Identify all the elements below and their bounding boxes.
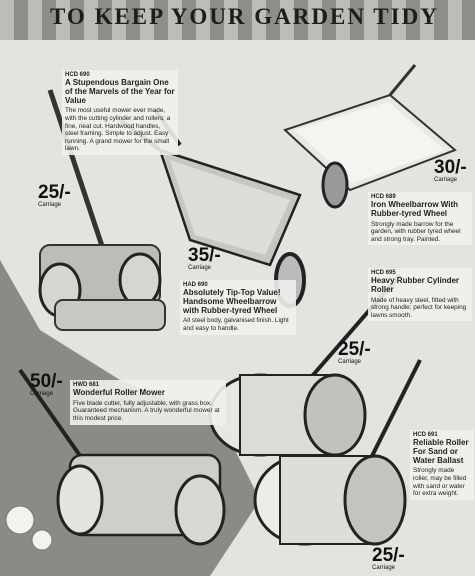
product-code: HAD 690 xyxy=(183,282,208,288)
title-banner xyxy=(0,0,475,40)
product-headline: A Stupendous Bargain One of the Marvels … xyxy=(65,78,175,105)
roller-mower-illustration xyxy=(18,368,226,546)
price-tag: 35/- Carriage xyxy=(188,246,221,271)
product-description: HCD 690 A Stupendous Bargain One of the … xyxy=(62,70,178,155)
product-description: HWD 681 Wonderful Roller Mower Five blad… xyxy=(70,380,226,425)
price-value: 25/- xyxy=(338,339,371,360)
product-code: HCD 689 xyxy=(371,194,396,200)
price-note: Carriage xyxy=(434,177,458,183)
tray-barrow-illustration xyxy=(283,64,457,209)
flower-icon xyxy=(5,505,35,535)
product-body-text: Strongly made barrow for the garden, wit… xyxy=(371,220,461,243)
page-title: TO KEEP YOUR GARDEN TIDY xyxy=(50,4,439,29)
product-headline: Iron Wheelbarrow With Rubber-tyred Wheel xyxy=(371,200,459,218)
price-value: 50/- xyxy=(30,371,63,392)
price-tag: 30/- Carriage xyxy=(434,158,467,183)
price-note: Carriage xyxy=(30,391,54,397)
push-mower-illustration xyxy=(38,89,166,331)
price-value: 25/- xyxy=(38,182,71,203)
product-headline: Heavy Rubber Cylinder Roller xyxy=(371,276,460,294)
flower-icon xyxy=(31,529,53,551)
product-headline: Wonderful Roller Mower xyxy=(73,388,165,398)
product-body-text: The most useful mower ever made, with th… xyxy=(65,107,171,153)
product-description: HCD 691 Reliable Roller For Sand or Wate… xyxy=(410,430,474,500)
product-description: HCD 695 Heavy Rubber Cylinder Roller Mad… xyxy=(368,268,472,322)
product-code: HWD 681 xyxy=(73,382,100,388)
price-note: Carriage xyxy=(188,265,212,271)
garden-roller-illustration xyxy=(208,273,402,457)
price-value: 30/- xyxy=(434,157,467,178)
price-note: Carriage xyxy=(372,565,396,571)
product-code: HCD 690 xyxy=(65,72,90,78)
price-value: 35/- xyxy=(188,245,221,266)
product-description: HCD 689 Iron Wheelbarrow With Rubber-tyr… xyxy=(368,192,472,246)
price-note: Carriage xyxy=(38,202,62,208)
product-code: HCD 695 xyxy=(371,270,396,276)
product-body-text: Five blade cutter, fully adjustable, wit… xyxy=(73,399,220,422)
product-body-text: Made of heavy steel, fitted with strong … xyxy=(371,296,467,319)
product-description: HAD 690 Absolutely Tip-Top Value! Handso… xyxy=(180,280,296,335)
product-headline: Reliable Roller For Sand or Water Ballas… xyxy=(413,438,469,465)
price-tag: 25/- Carriage xyxy=(38,183,71,208)
price-tag: 50/- Carriage xyxy=(30,372,63,397)
price-tag: 25/- Carriage xyxy=(338,340,371,365)
price-note: Carriage xyxy=(338,359,362,365)
price-value: 25/- xyxy=(372,545,405,566)
product-body-text: All steel body, galvanised finish. Light… xyxy=(183,317,289,333)
product-code: HCD 691 xyxy=(413,432,438,438)
price-tag: 25/- Carriage xyxy=(372,546,405,571)
product-body-text: Strongly made roller, may be filled with… xyxy=(413,467,467,498)
ballast-roller-illustration xyxy=(253,359,422,546)
product-headline: Absolutely Tip-Top Value! Handsome Wheel… xyxy=(183,288,281,315)
